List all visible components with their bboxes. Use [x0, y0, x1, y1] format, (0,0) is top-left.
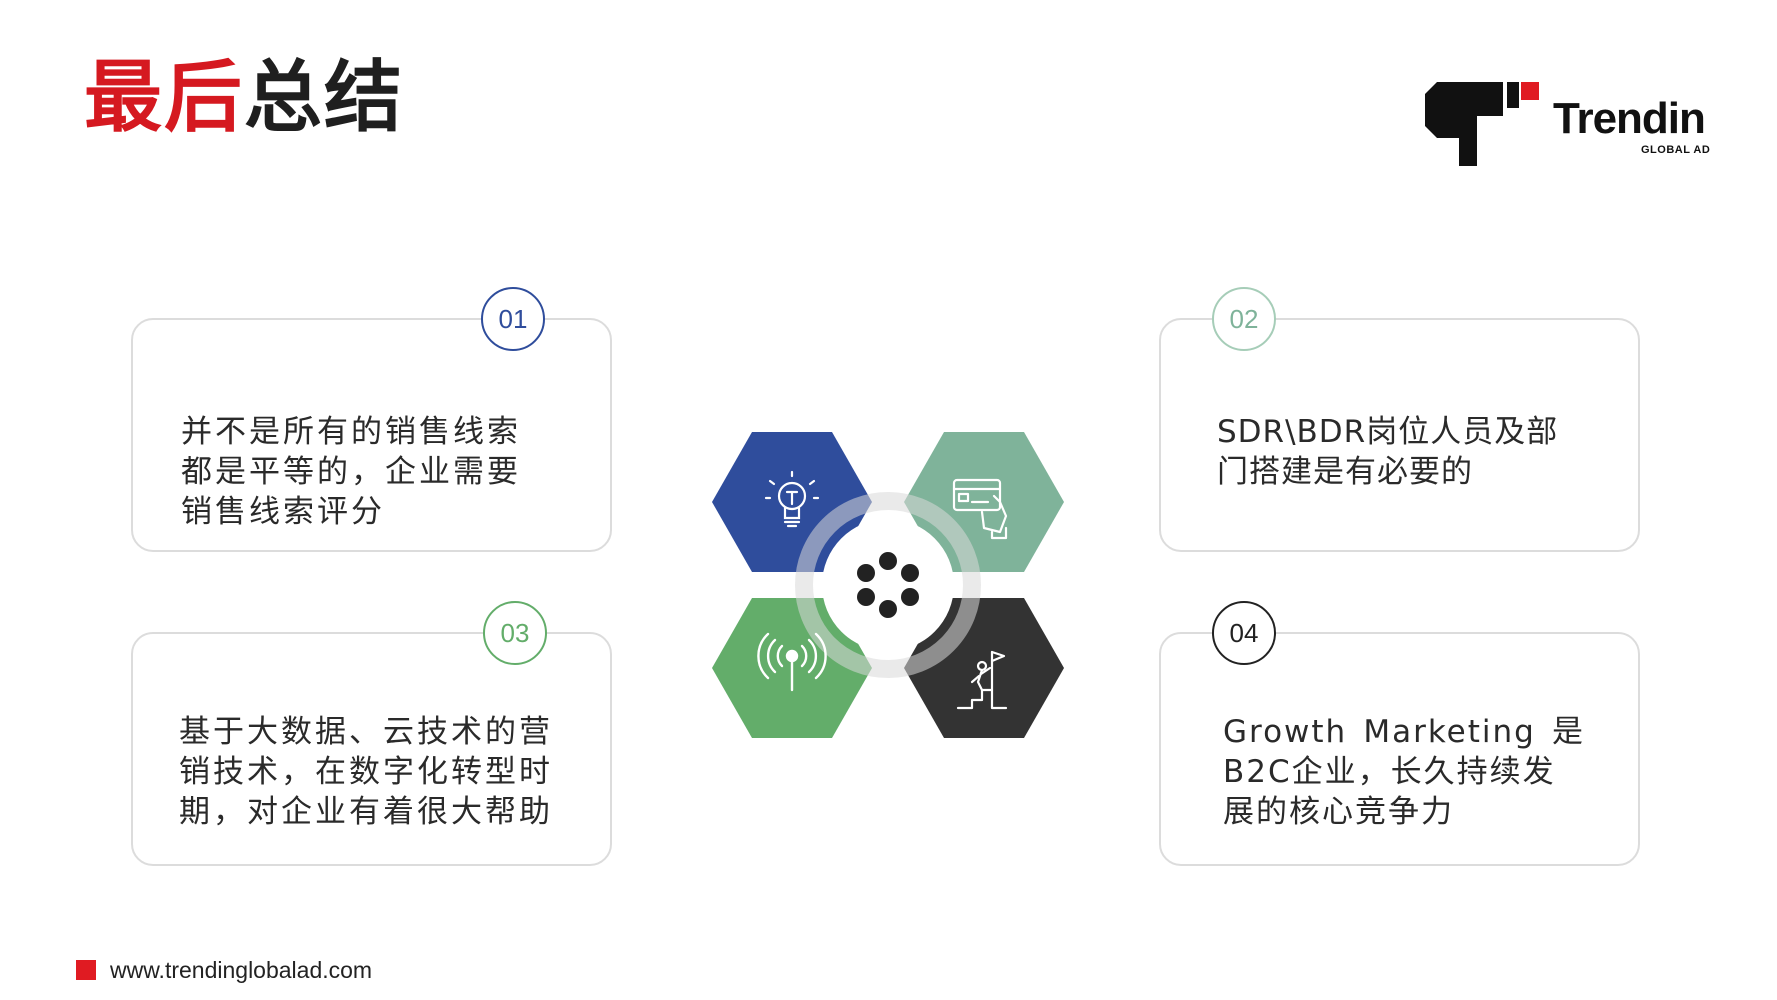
credit-card-hand-icon — [952, 478, 1008, 540]
dots-circle-icon — [857, 552, 919, 618]
hex-dark — [904, 598, 1064, 738]
climber-flag-icon — [956, 650, 1008, 710]
card-line: 并不是所有的销售线索 — [181, 414, 521, 450]
card-line: 销售线索评分 — [181, 494, 385, 530]
card-line: 门搭建是有必要的 — [1217, 454, 1473, 490]
card-text: 并不是所有的销售线索 都是平等的，企业需要 销售线索评分 — [181, 412, 521, 532]
card-number-badge: 02 — [1212, 287, 1276, 351]
summary-card-04: 04 Growth Marketing 是 B2C企业，长久持续发 展的核心竞争… — [1159, 601, 1640, 866]
footer: www.trendinglobalad.com — [76, 956, 373, 983]
footer-square-icon — [76, 960, 96, 980]
card-line: 都是平等的，企业需要 — [181, 454, 521, 490]
trendin-logo: Trendin GLOBAL AD — [1425, 78, 1725, 170]
card-line: B2C企业，长久持续发 — [1223, 754, 1556, 790]
card-word: 是 — [1551, 714, 1585, 750]
center-disc — [822, 519, 954, 651]
card-line: SDR\BDR岗位人员及部 — [1217, 414, 1559, 450]
logo-sub-text: GLOBAL AD — [1641, 144, 1711, 156]
card-number-badge: 01 — [481, 287, 545, 351]
hexagon-cluster — [700, 420, 1100, 760]
summary-card-01: 01 并不是所有的销售线索 都是平等的，企业需要 销售线索评分 — [131, 287, 612, 552]
card-word: Marketing — [1363, 714, 1536, 750]
title-dark-part: 总结 — [244, 53, 405, 143]
lightbulb-icon — [764, 470, 820, 528]
card-number-badge: 03 — [483, 601, 547, 665]
card-line: 展的核心竞争力 — [1223, 794, 1454, 830]
card-word: Growth — [1223, 714, 1348, 750]
page-title: 最后总结 — [84, 52, 404, 146]
card-text: SDR\BDR岗位人员及部 门搭建是有必要的 — [1217, 412, 1558, 492]
card-line-justified: Growth Marketing 是 — [1223, 712, 1585, 752]
card-line: 期，对企业有着很大帮助 — [179, 794, 553, 830]
summary-card-02: 02 SDR\BDR岗位人员及部 门搭建是有必要的 — [1159, 287, 1640, 552]
card-text: 基于大数据、云技术的营 销技术，在数字化转型时 期，对企业有着很大帮助 — [179, 712, 553, 832]
logo-brand-text: Trendin — [1553, 94, 1706, 143]
logo-mark-icon — [1425, 82, 1539, 166]
title-red-part: 最后 — [84, 53, 245, 143]
card-line: 基于大数据、云技术的营 — [179, 714, 553, 750]
center-ring — [795, 492, 981, 678]
summary-card-03: 03 基于大数据、云技术的营 销技术，在数字化转型时 期，对企业有着很大帮助 — [131, 601, 612, 866]
card-line: 销技术，在数字化转型时 — [179, 754, 553, 790]
footer-url[interactable]: www.trendinglobalad.com — [110, 956, 373, 983]
signal-antenna-icon — [757, 632, 827, 692]
card-text: Growth Marketing 是 B2C企业，长久持续发 展的核心竞争力 — [1223, 712, 1585, 832]
card-number-badge: 04 — [1212, 601, 1276, 665]
